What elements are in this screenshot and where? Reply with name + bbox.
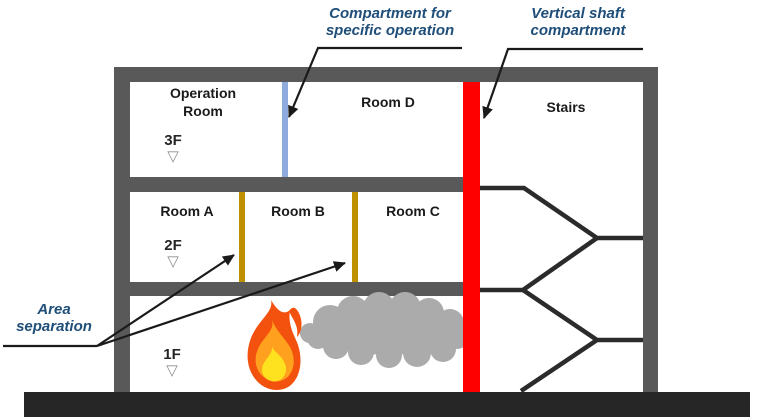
room-label-operation: Operation Room (169, 85, 237, 119)
room-label-b: Room B (271, 203, 325, 219)
floor-level-label: 3F (164, 132, 182, 149)
floor-marker-3f: 3F ▽ (151, 132, 195, 165)
vertical-shaft-compartment-bar (463, 82, 480, 392)
stair-flight-upper (480, 185, 643, 241)
floor-marker-1f: 1F ▽ (150, 346, 194, 379)
floor-level-label: 2F (164, 237, 182, 254)
room-label-d: Room D (361, 94, 415, 110)
area-separation-bar-1 (239, 192, 245, 282)
stair-flight-lower (519, 338, 599, 393)
right-wall (643, 67, 658, 392)
floor-level-triangle-icon: ▽ (167, 147, 179, 165)
annotation-compartment-specific: Compartment for specific operation (325, 5, 455, 39)
specific-operation-compartment-bar (282, 82, 288, 177)
flame-icon (247, 300, 302, 390)
annotation-area-separation: Area separation (16, 301, 92, 335)
floor-level-triangle-icon: ▽ (166, 361, 178, 379)
left-wall (114, 67, 130, 392)
area-separation-bar-2 (352, 192, 358, 282)
leader-vertical-shaft (482, 47, 643, 119)
annotation-vertical-shaft: Vertical shaft compartment (530, 5, 626, 39)
smoke-icon (300, 292, 469, 368)
top-wall (114, 67, 658, 82)
floor-level-label: 1F (163, 346, 181, 363)
room-label-c: Room C (386, 203, 440, 219)
stair-flight-mid-up (480, 236, 599, 293)
floor-slab-3f (130, 177, 465, 192)
room-label-a: Room A (160, 203, 214, 219)
floor-marker-2f: 2F ▽ (151, 237, 195, 270)
floor-level-triangle-icon: ▽ (167, 252, 179, 270)
room-label-stairs: Stairs (546, 99, 586, 115)
stairs-flights (480, 185, 643, 393)
floor-slab-2f (130, 282, 465, 296)
ground (24, 392, 750, 417)
leader-compartment-specific (287, 46, 462, 118)
stair-flight-mid-down (521, 288, 643, 343)
leader-area-separation-2 (96, 261, 346, 348)
leader-area-separation-1 (96, 254, 235, 347)
leader-lines (3, 46, 643, 348)
